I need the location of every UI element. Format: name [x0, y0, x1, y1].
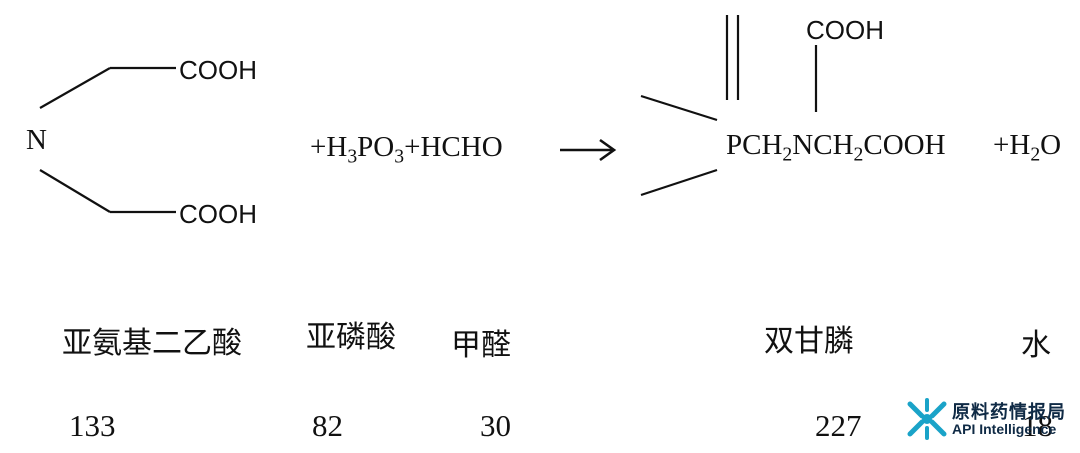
carboxyl-upper: COOH	[179, 55, 257, 85]
product-pch: PCH	[726, 129, 783, 161]
label-water: 水	[1021, 328, 1051, 363]
mass-phosphorous-acid: 82	[312, 408, 343, 443]
water-formula: +H2O	[993, 129, 1062, 166]
water-o: O	[1040, 129, 1062, 161]
product-sub-b: 2	[853, 143, 864, 166]
label-iminodiacetic-acid: 亚氨基二乙酸	[62, 326, 242, 361]
reagent-po-sub: 3	[394, 145, 405, 168]
label-phosphorous-acid: 亚磷酸	[306, 320, 396, 355]
product-formula: PCH2NCH2COOH	[726, 129, 946, 166]
bond-p-lower-left	[640, 168, 718, 197]
bond-n-upper	[39, 67, 111, 109]
product-sub-a: 2	[782, 143, 793, 166]
logo-icon	[907, 398, 947, 440]
product-cooh: COOH	[863, 129, 946, 161]
bond-p-upper-left	[640, 94, 718, 122]
carboxyl-lower: COOH	[179, 199, 257, 229]
label-formaldehyde: 甲醛	[451, 328, 511, 363]
logo-text-en: API Intelligence	[952, 421, 1057, 437]
water-sub: 2	[1030, 143, 1041, 166]
watermark-logo: 原料药情报局 API Intelligence	[902, 396, 1072, 446]
reaction-arrow-head	[599, 138, 617, 162]
reagent-po: PO	[357, 131, 395, 163]
logo-text-cn: 原料药情报局	[952, 402, 1066, 423]
mass-glyphosine: 227	[815, 408, 862, 443]
mass-water: 18	[1022, 408, 1053, 443]
nitrogen-atom: N	[26, 124, 47, 156]
label-glyphosine: 双甘膦	[764, 324, 854, 359]
water-h: +H	[993, 129, 1031, 161]
bond-n-lower	[39, 169, 111, 213]
mass-iminodiacetic-acid: 133	[69, 408, 116, 443]
reagent-h-sub: 3	[347, 145, 358, 168]
product-carboxyl-top: COOH	[806, 15, 884, 45]
product-nch: NCH	[792, 129, 854, 161]
reagents-formula: +H3PO3+HCHO	[310, 131, 503, 168]
mass-formaldehyde: 30	[480, 408, 511, 443]
reagent-h: +H	[310, 131, 348, 163]
reagent-hcho: +HCHO	[404, 131, 503, 163]
